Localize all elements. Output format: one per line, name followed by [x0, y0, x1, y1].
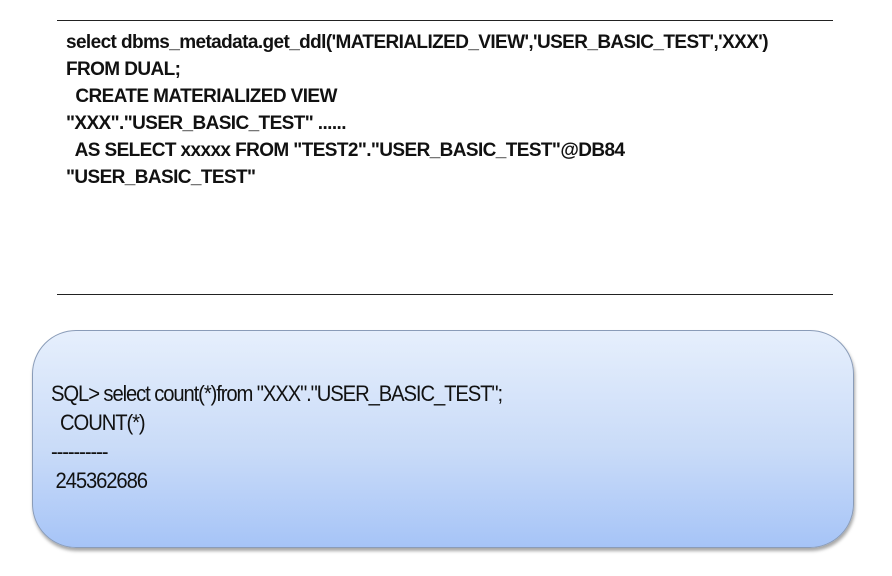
sql-line: COUNT(*): [51, 410, 146, 435]
sql-line: ----------: [51, 439, 108, 464]
sql-line: 245362686: [51, 468, 148, 493]
ddl-query-text: select dbms_metadata.get_ddl('MATERIALIZ…: [66, 29, 769, 191]
ddl-line: CREATE MATERIALIZED VIEW: [66, 86, 337, 107]
sql-output-text: SQL> select count(*)from "XXX"."USER_BAS…: [51, 379, 503, 495]
ddl-line: AS SELECT xxxxx FROM "TEST2"."USER_BASIC…: [66, 140, 625, 161]
ddl-line: "XXX"."USER_BASIC_TEST" ......: [66, 113, 346, 134]
bottom-divider: [57, 294, 833, 295]
ddl-line: select dbms_metadata.get_ddl('MATERIALIZ…: [66, 32, 769, 53]
top-divider: [57, 20, 833, 21]
ddl-line: FROM DUAL;: [66, 59, 181, 80]
sql-line: SQL> select count(*)from "XXX"."USER_BAS…: [51, 381, 503, 406]
sql-output-box: SQL> select count(*)from "XXX"."USER_BAS…: [32, 330, 854, 548]
ddl-line: "USER_BASIC_TEST": [66, 167, 256, 188]
